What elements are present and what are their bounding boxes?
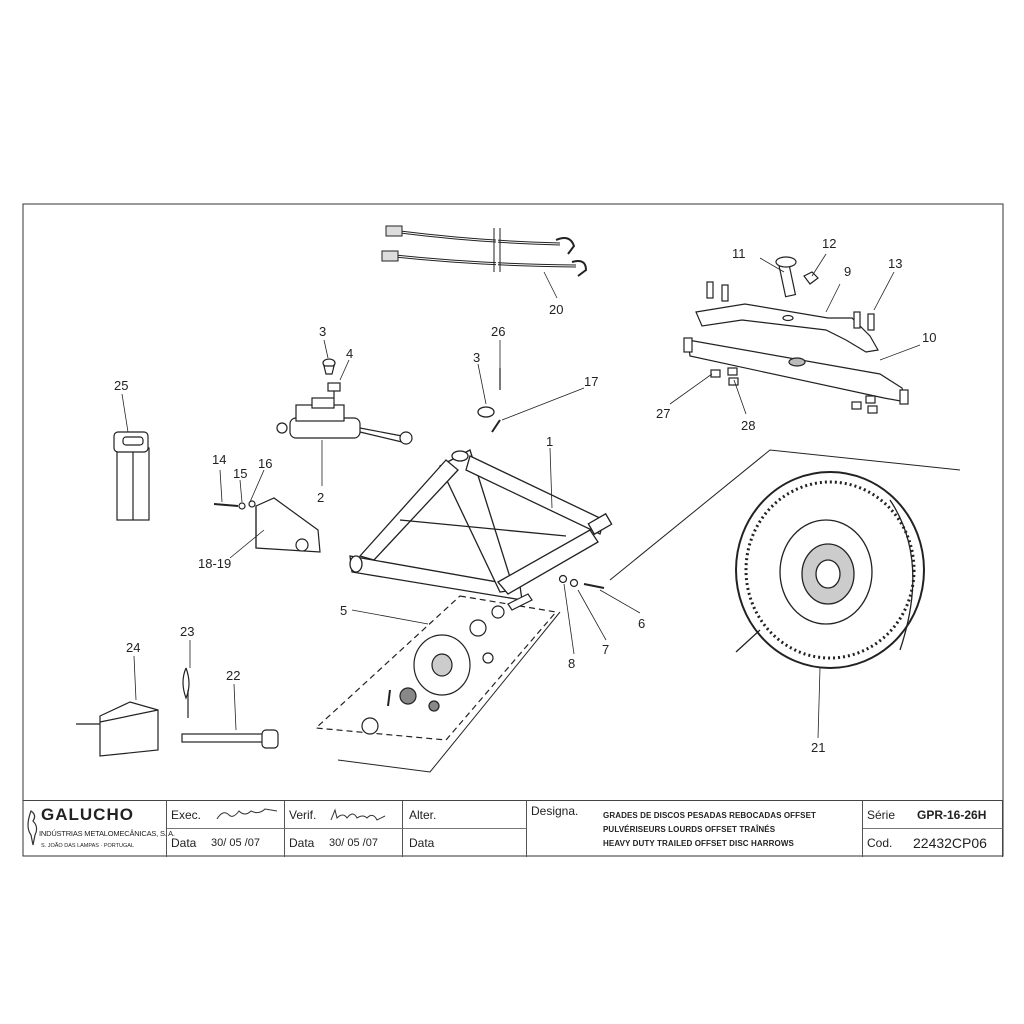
exec-date: 30/ 05 /07 — [211, 837, 260, 849]
alter-label: Alter. — [409, 808, 437, 822]
callout-17: 17 — [584, 374, 598, 389]
callout-16: 16 — [258, 456, 272, 471]
verif-label: Verif. — [289, 808, 317, 822]
alter-cell: Alter. — [403, 801, 527, 829]
exec-label: Exec. — [171, 808, 202, 822]
leader-lines — [121, 253, 921, 739]
callout-12: 12 — [822, 236, 836, 251]
rooster-logo-icon — [27, 810, 38, 846]
hydraulic-cylinder — [276, 358, 413, 445]
support-bracket — [213, 497, 321, 553]
axle-fixings — [558, 574, 605, 589]
callout-5: 5 — [340, 603, 347, 618]
callout-14: 14 — [212, 452, 226, 467]
mounting-bracket — [113, 431, 150, 521]
verif-date-cell: Data 30/ 05 /07 — [285, 829, 403, 857]
exec-data-label: Data — [171, 836, 197, 850]
verif-data-label: Data — [289, 836, 315, 850]
exec-cell: Exec. — [167, 801, 285, 829]
callout-24: 24 — [126, 640, 140, 655]
exec-signature — [216, 808, 278, 820]
callout-2: 2 — [317, 490, 324, 505]
wheel — [609, 449, 961, 669]
verif-signature — [330, 808, 386, 821]
callout-7: 7 — [602, 642, 609, 657]
verif-date: 30/ 05 /07 — [329, 837, 378, 849]
callout-1: 1 — [546, 434, 553, 449]
alter-date-cell: Data — [403, 829, 527, 857]
callout-27: 27 — [656, 406, 670, 421]
callout-10: 10 — [922, 330, 936, 345]
serie-value: GPR-16-26H — [917, 808, 987, 822]
company-name: GALUCHO — [41, 805, 134, 824]
cod-cell: Cod. 22432CP06 — [863, 829, 1003, 857]
designation-cell: Designa. GRADES DE DISCOS PESADAS REBOCA… — [527, 801, 863, 857]
cod-value: 22432CP06 — [913, 835, 987, 851]
verif-cell: Verif. — [285, 801, 403, 829]
serie-cell: Série GPR-16-26H — [863, 801, 1003, 829]
callout-20: 20 — [549, 302, 563, 317]
callout-21: 21 — [811, 740, 825, 755]
callout-15: 15 — [233, 466, 247, 481]
callout-9: 9 — [844, 264, 851, 279]
callout-25: 25 — [114, 378, 128, 393]
callout-numbers: 1 2 3 3 4 5 6 7 8 9 10 11 12 13 14 15 16… — [114, 236, 936, 755]
designation-pt: GRADES DE DISCOS PESADAS REBOCADAS OFFSE… — [603, 811, 817, 820]
callout-3-a: 3 — [319, 324, 326, 339]
callout-8: 8 — [568, 656, 575, 671]
drawing-frame — [22, 203, 1004, 857]
alter-data-label: Data — [409, 836, 435, 850]
callout-28: 28 — [741, 418, 755, 433]
callout-11: 11 — [732, 246, 746, 261]
callout-13: 13 — [888, 256, 902, 271]
callout-18-19: 18-19 — [198, 556, 231, 571]
designation-fr: PULVÉRISEURS LOURDS OFFSET TRAÎNÉS — [603, 825, 776, 834]
callout-26: 26 — [491, 324, 505, 339]
drawbar-assembly — [683, 256, 909, 414]
designa-label: Designa. — [531, 804, 579, 818]
company-cell: GALUCHO INDÚSTRIAS METALOMECÂNICAS, S. A… — [23, 801, 175, 857]
hub-assembly — [314, 593, 561, 773]
callout-3-b: 3 — [473, 350, 480, 365]
designation-en: HEAVY DUTY TRAILED OFFSET DISC HARROWS — [603, 839, 794, 848]
callout-23: 23 — [180, 624, 194, 639]
hydraulic-hoses — [381, 225, 588, 277]
hitch-pin-set — [76, 667, 279, 757]
a-frame — [349, 368, 613, 601]
company-line-2: S. JOÃO DAS LAMPAS · PORTUGAL — [41, 843, 135, 849]
exec-date-cell: Data 30/ 05 /07 — [167, 829, 285, 857]
serie-label: Série — [867, 808, 896, 822]
company-line-1: INDÚSTRIAS METALOMECÂNICAS, S. A. — [39, 829, 175, 838]
callout-22: 22 — [226, 668, 240, 683]
callout-6: 6 — [638, 616, 645, 631]
cod-label: Cod. — [867, 836, 893, 850]
callout-4: 4 — [346, 346, 353, 361]
title-block: GALUCHO INDÚSTRIAS METALOMECÂNICAS, S. A… — [23, 800, 1003, 857]
